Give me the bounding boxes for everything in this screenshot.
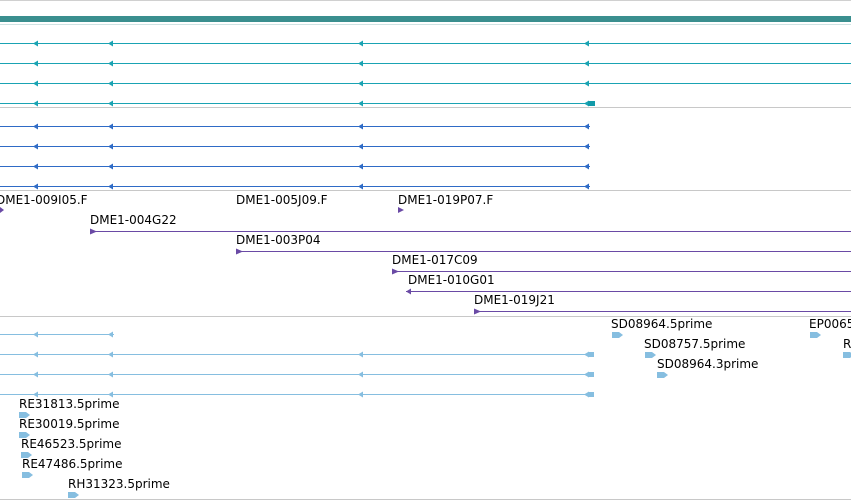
est-label[interactable]: RH31323.5prime [68, 477, 170, 491]
strand-arrow-icon [33, 143, 38, 150]
est-label[interactable]: R [843, 337, 851, 351]
clone-label[interactable]: DME1-019P07.F [398, 193, 493, 207]
strand-arrow-icon [33, 60, 38, 67]
strand-arrow-icon [108, 183, 113, 190]
strand-arrow-icon [584, 163, 589, 170]
strand-arrow-icon [108, 123, 113, 130]
est-end-block[interactable] [588, 352, 594, 357]
est-label[interactable]: SD08964.5prime [611, 317, 712, 331]
est-label[interactable]: SD08964.3prime [657, 357, 758, 371]
strand-arrow-icon [358, 123, 363, 130]
gene-span-bar[interactable] [0, 16, 851, 22]
clone-start-icon[interactable] [474, 308, 481, 315]
strand-arrow-icon [108, 143, 113, 150]
strand-arrow-icon [358, 40, 363, 47]
strand-arrow-icon [584, 100, 589, 107]
clone-track: DME1-009I05.F DME1-005J09.F DME1-019P07.F D… [0, 193, 851, 315]
strand-arrow-icon [358, 391, 363, 398]
feature-start-icon[interactable] [398, 207, 404, 213]
est-feature-block[interactable] [657, 372, 668, 378]
strand-arrow-icon [33, 40, 38, 47]
clone-start-icon[interactable] [236, 248, 243, 255]
est-label[interactable]: RE46523.5prime [21, 437, 122, 451]
clone-start-icon[interactable] [392, 268, 399, 275]
est-end-block[interactable] [588, 372, 594, 377]
est-label[interactable]: EP0065 [809, 317, 851, 331]
strand-arrow-icon [584, 371, 589, 378]
est-feature-block[interactable] [21, 452, 32, 458]
strand-arrow-icon [33, 391, 38, 398]
est-feature-block[interactable] [612, 332, 623, 338]
clone-label[interactable]: DME1-017C09 [392, 253, 478, 267]
strand-arrow-icon [584, 40, 589, 47]
est-label[interactable]: SD08757.5prime [644, 337, 745, 351]
strand-arrow-icon [108, 351, 113, 358]
strand-arrow-icon [33, 163, 38, 170]
strand-arrow-icon [33, 371, 38, 378]
transcript-track-blue [0, 123, 590, 190]
est-feature-block[interactable] [843, 352, 851, 358]
strand-arrow-icon [584, 391, 589, 398]
strand-arrow-icon [33, 80, 38, 87]
est-feature-block[interactable] [810, 332, 821, 338]
strand-arrow-icon [584, 123, 589, 130]
clone-label[interactable]: DME1-010G01 [408, 273, 495, 287]
transcript-track-teal [0, 40, 851, 107]
strand-arrow-icon [33, 123, 38, 130]
est-feature-block[interactable] [68, 492, 79, 498]
est-label[interactable]: RE30019.5prime [19, 417, 120, 431]
est-label[interactable]: RE31813.5prime [19, 397, 120, 411]
clone-label[interactable]: DME1-004G22 [90, 213, 177, 227]
strand-arrow-icon [358, 183, 363, 190]
strand-arrow-icon [108, 163, 113, 170]
strand-arrow-icon [33, 100, 38, 107]
strand-arrow-icon [33, 183, 38, 190]
clone-start-icon [406, 288, 411, 295]
strand-arrow-icon [108, 371, 113, 378]
est-label[interactable]: RE47486.5prime [22, 457, 123, 471]
strand-arrow-icon [358, 163, 363, 170]
clone-label[interactable]: DME1-009I05.F [0, 193, 88, 207]
clone-label[interactable]: DME1-019J21 [474, 293, 555, 307]
est-end-block[interactable] [588, 392, 594, 397]
strand-arrow-icon [33, 331, 38, 338]
strand-arrow-icon [358, 143, 363, 150]
est-feature-block[interactable] [19, 412, 30, 418]
est-feature-block[interactable] [645, 352, 656, 358]
clone-label[interactable]: DME1-003P04 [236, 233, 321, 247]
est-feature-block[interactable] [19, 432, 30, 438]
strand-arrow-icon [108, 391, 113, 398]
strand-arrow-icon [584, 60, 589, 67]
transcript-end-block[interactable] [588, 101, 595, 106]
feature-start-icon[interactable] [0, 207, 4, 213]
strand-arrow-icon [358, 351, 363, 358]
strand-arrow-icon [584, 143, 589, 150]
strand-arrow-icon [584, 80, 589, 87]
strand-arrow-icon [358, 80, 363, 87]
clone-start-icon[interactable] [90, 228, 97, 235]
strand-arrow-icon [584, 351, 589, 358]
strand-arrow-icon [108, 100, 113, 107]
strand-arrow-icon [108, 80, 113, 87]
strand-arrow-icon [108, 60, 113, 67]
strand-arrow-icon [358, 371, 363, 378]
strand-arrow-icon [108, 331, 113, 338]
est-feature-block[interactable] [22, 472, 33, 478]
strand-arrow-icon [358, 100, 363, 107]
strand-arrow-icon [358, 60, 363, 67]
strand-arrow-icon [33, 351, 38, 358]
strand-arrow-icon [584, 183, 589, 190]
clone-label[interactable]: DME1-005J09.F [236, 193, 328, 207]
strand-arrow-icon [108, 40, 113, 47]
